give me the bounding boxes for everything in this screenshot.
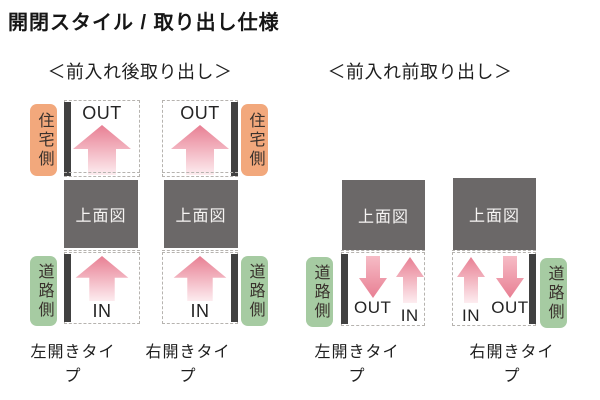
out-column: OUT — [491, 253, 529, 318]
top-passage: OUT — [64, 100, 140, 177]
road-side-label: 道路側 — [540, 258, 567, 328]
top-view-box: 上面図 — [64, 180, 138, 248]
door-open-dashline — [341, 250, 425, 251]
out-label: OUT — [354, 298, 392, 317]
in-label: IN — [190, 301, 210, 322]
door-open-dashline — [452, 250, 536, 251]
road-side-label: 道路側 — [306, 257, 333, 327]
top-passage: OUT — [162, 100, 238, 177]
hinge-bar — [64, 254, 71, 322]
in-label: IN — [92, 301, 112, 322]
road-side-label: 道路側 — [241, 256, 268, 326]
out-arrow-up-icon — [171, 124, 229, 175]
top-view-box: 上面図 — [342, 180, 425, 250]
bottom-passage: IN — [162, 252, 238, 324]
hinge-bar — [64, 102, 71, 176]
door-open-dashline — [64, 172, 140, 173]
out-label: OUT — [82, 103, 122, 123]
section-header-front-takeout: ＜前入れ前取り出し＞ — [327, 62, 513, 82]
top-view-box: 上面図 — [453, 178, 536, 250]
in-arrow-up-icon — [173, 256, 227, 302]
out-arrow-up-icon — [73, 124, 131, 175]
door-open-dashline — [162, 172, 238, 173]
in-arrow-up-icon — [395, 257, 424, 303]
diagram-caption: 右開きタイプ — [469, 344, 555, 385]
house-side-label: 住宅側 — [241, 104, 268, 176]
hinge-bar — [529, 254, 536, 324]
front-passage: OUT IN — [341, 252, 425, 326]
out-arrow-down-icon — [358, 256, 387, 298]
out-label: OUT — [180, 103, 220, 123]
in-column: IN — [395, 253, 424, 326]
front-passage: IN OUT — [452, 252, 536, 326]
section-header-rear-takeout: ＜前入れ後取り出し＞ — [47, 62, 233, 82]
diagram-caption: 右開きタイプ — [145, 344, 231, 385]
door-open-dashline — [162, 250, 238, 251]
in-column: IN — [456, 253, 486, 326]
house-side-label: 住宅側 — [30, 104, 57, 176]
bottom-passage: IN — [64, 252, 140, 324]
door-open-dashline — [64, 250, 140, 251]
hinge-bar — [231, 102, 238, 176]
diagram-caption: 左開きタイプ — [30, 344, 116, 385]
road-side-label: 道路側 — [30, 256, 57, 326]
diagram-caption: 左開きタイプ — [314, 344, 400, 385]
in-arrow-up-icon — [457, 257, 485, 303]
out-arrow-down-icon — [496, 256, 524, 298]
page-title: 開閉スタイル / 取り出し仕様 — [8, 12, 280, 34]
top-view-box: 上面図 — [164, 180, 238, 248]
in-label: IN — [462, 306, 480, 325]
in-label: IN — [400, 306, 419, 325]
out-label: OUT — [491, 298, 529, 317]
hinge-bar — [231, 254, 238, 322]
hinge-bar — [341, 254, 348, 324]
out-column: OUT — [354, 253, 391, 318]
in-arrow-up-icon — [75, 256, 129, 302]
